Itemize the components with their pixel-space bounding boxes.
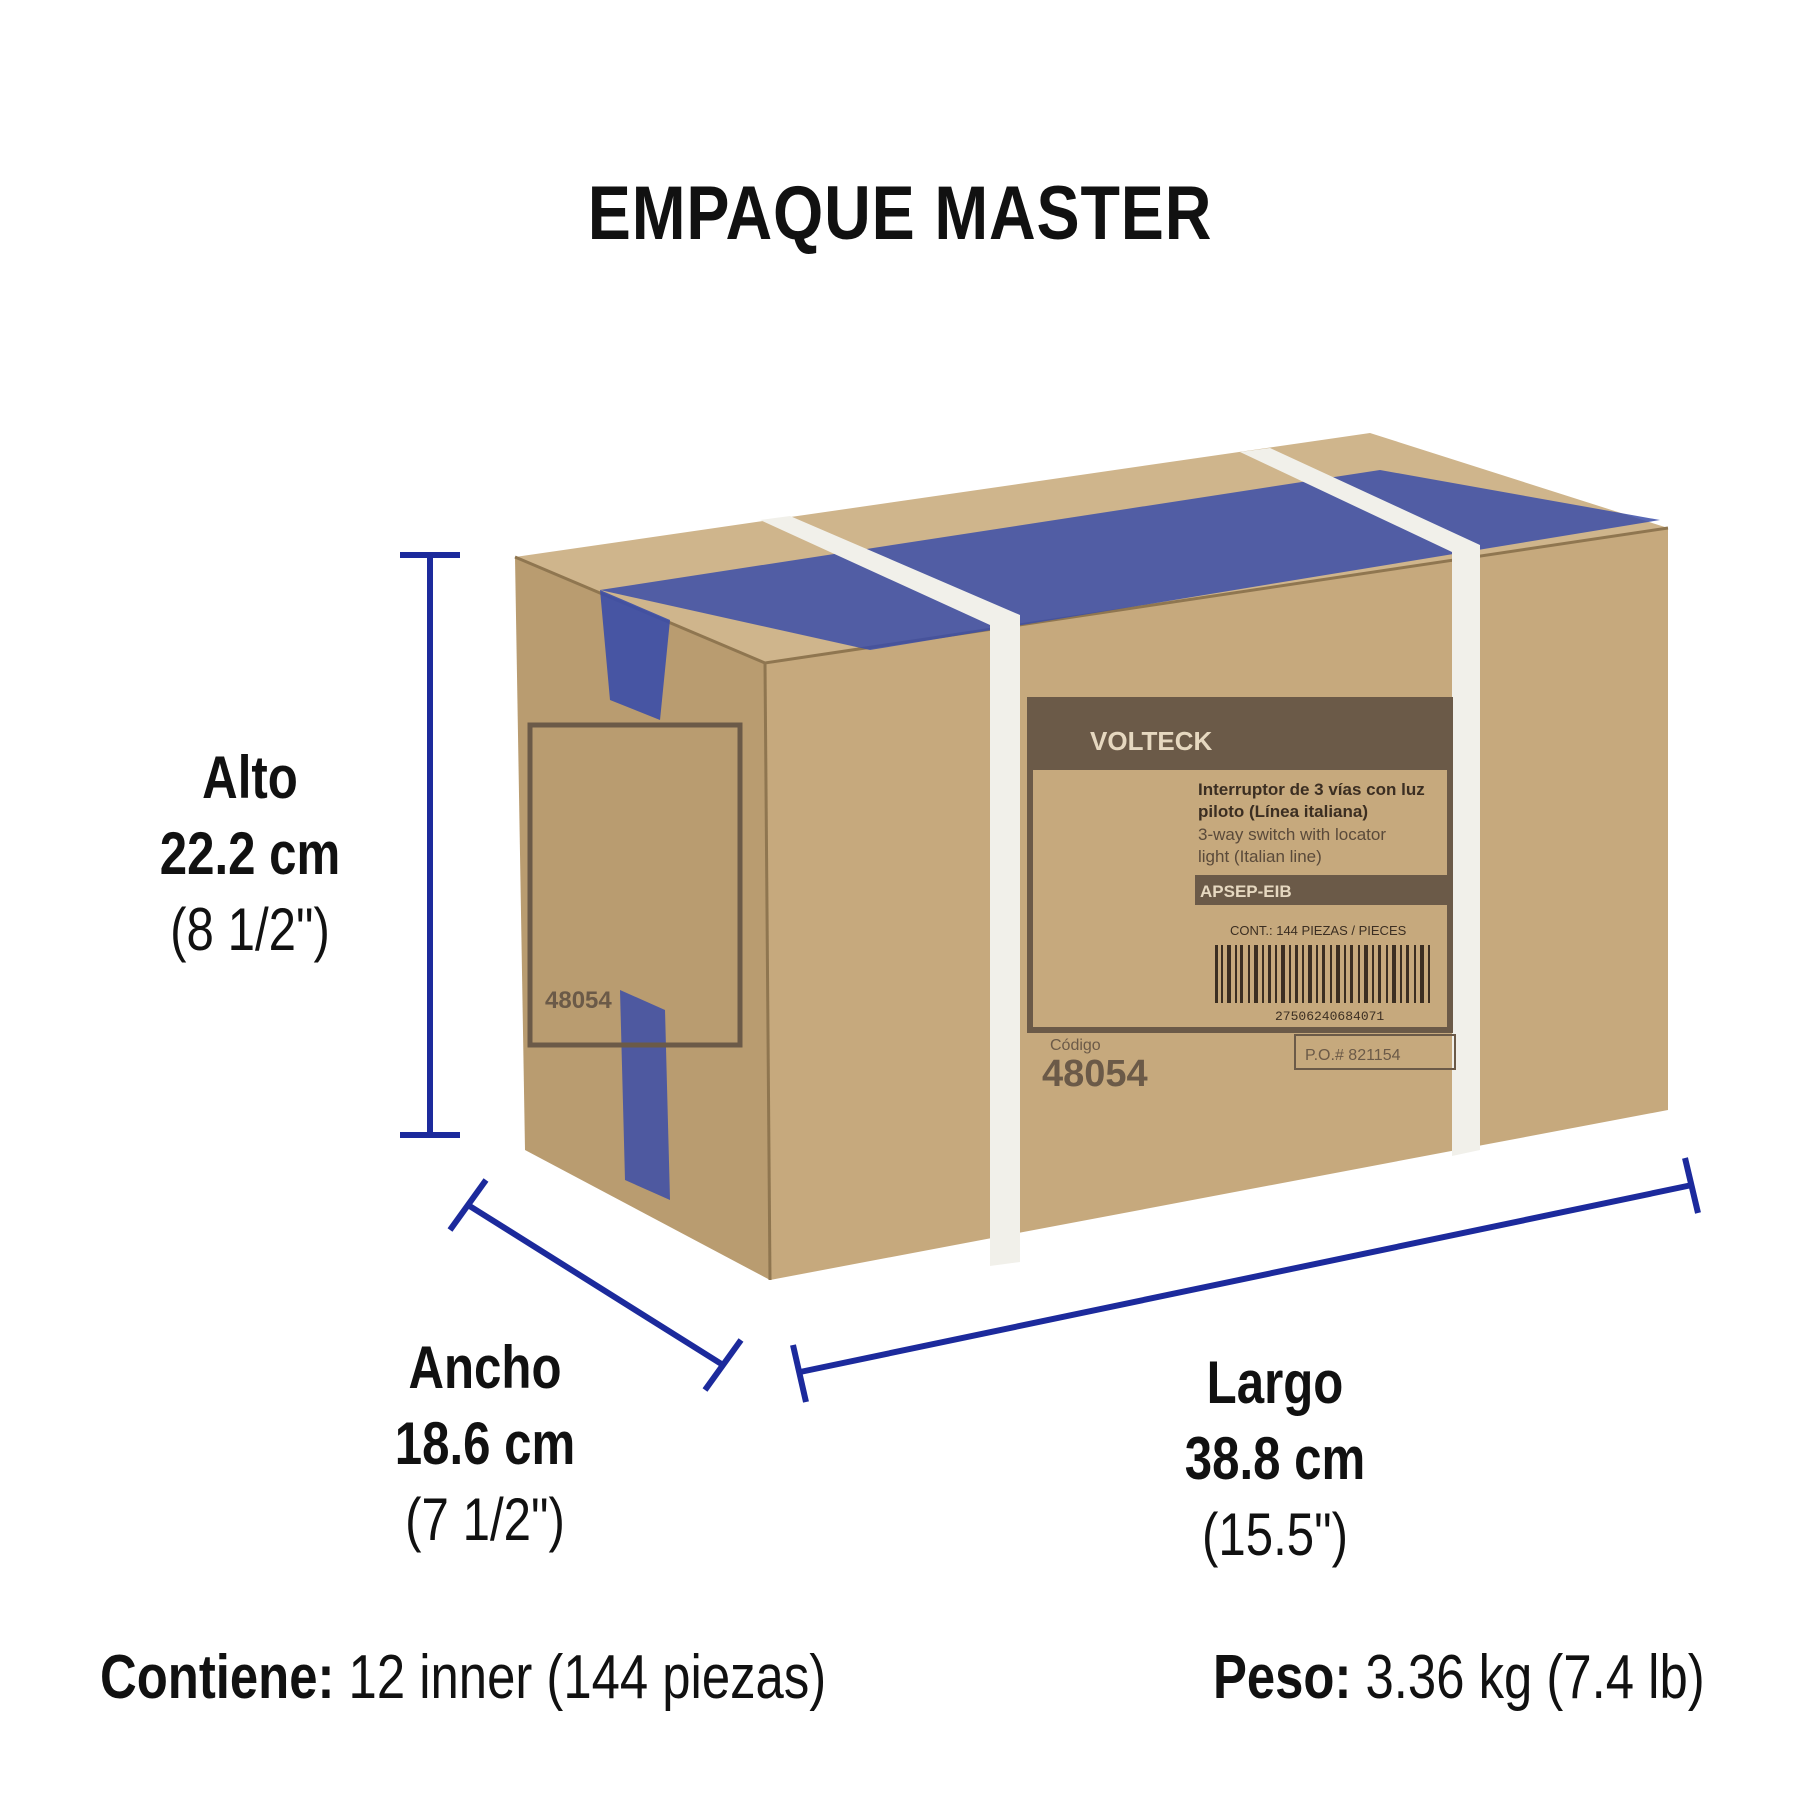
page-title: EMPAQUE MASTER: [587, 171, 1213, 256]
largo-value: 38.8 cm: [1184, 1425, 1366, 1492]
label-po: P.O.# 821154: [1305, 1047, 1401, 1064]
barcode: [1215, 945, 1430, 1003]
largo-imperial: (15.5"): [1201, 1501, 1348, 1568]
largo-label: Largo: [1206, 1349, 1344, 1416]
label-content: CONT.: 144 PIEZAS / PIECES: [1230, 923, 1407, 938]
label-clave: APSEP-EIB: [1200, 882, 1292, 901]
contents-info: Contiene: 12 inner (144 piezas): [100, 1642, 826, 1713]
label-codigo-label: Código: [1050, 1037, 1101, 1054]
weight-label: Peso:: [1213, 1643, 1352, 1712]
dimension-alto: Alto 22.2 cm (8 1/2"): [135, 740, 365, 968]
label-brand: VOLTECK: [1090, 726, 1213, 756]
alto-imperial: (8 1/2"): [170, 896, 330, 963]
alto-value: 22.2 cm: [159, 820, 341, 887]
svg-text:Interruptor de 3 vías con luz: Interruptor de 3 vías con luz: [1198, 780, 1425, 799]
weight-info: Peso: 3.36 kg (7.4 lb): [1213, 1642, 1705, 1713]
box-end-face: [515, 557, 770, 1280]
dimension-line-alto: [400, 552, 460, 1138]
dimension-largo: Largo 38.8 cm (15.5"): [1156, 1345, 1394, 1573]
label-codigo-end: 48054: [545, 987, 612, 1014]
dimension-ancho: Ancho 18.6 cm (7 1/2"): [366, 1330, 604, 1558]
ancho-value: 18.6 cm: [394, 1410, 576, 1477]
svg-text:light (Italian line): light (Italian line): [1198, 847, 1322, 866]
alto-label: Alto: [202, 744, 298, 811]
svg-text:3-way switch with locator: 3-way switch with locator: [1198, 825, 1386, 844]
contents-label: Contiene:: [100, 1643, 335, 1712]
dimension-line-largo: [790, 1157, 1701, 1403]
label-panel-end: [527, 722, 743, 1048]
strap-left: [760, 516, 1020, 1266]
ancho-label: Ancho: [408, 1334, 562, 1401]
label-codigo: 48054: [1042, 1053, 1148, 1095]
svg-text:piloto (Línea italiana): piloto (Línea italiana): [1198, 802, 1368, 821]
weight-value: 3.36 kg (7.4 lb): [1365, 1643, 1705, 1712]
barcode-number: 27506240684071: [1275, 1009, 1384, 1024]
dimension-line-ancho: [447, 1178, 744, 1392]
contents-value: 12 inner (144 piezas): [348, 1643, 827, 1712]
strap-right: [1240, 448, 1480, 1156]
ancho-imperial: (7 1/2"): [405, 1486, 565, 1553]
